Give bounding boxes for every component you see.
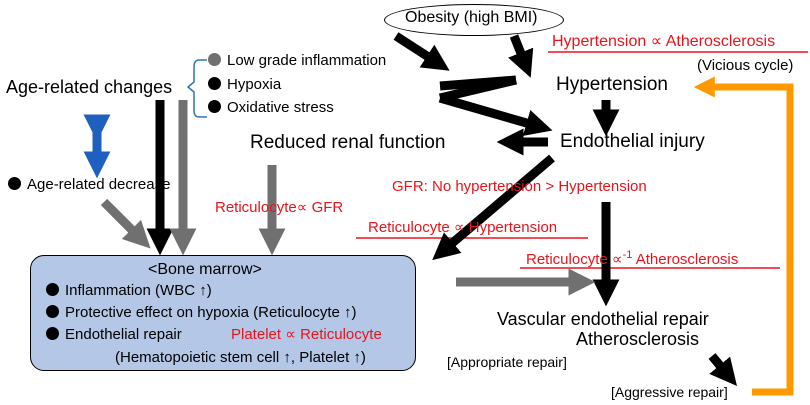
endothelial-injury-label: Endothelial injury (560, 131, 705, 152)
reduced-renal-function-label: Reduced renal function (250, 132, 446, 153)
reticulocyte-atherosclerosis-label: Reticulocyte ∝-1 Atherosclerosis (526, 249, 739, 268)
factor-oxidative-stress: Oxidative stress (208, 100, 334, 115)
vicious-cycle-label: (Vicious cycle) (697, 57, 794, 74)
arrow-z-to-endothelial (438, 93, 553, 136)
platelet-relation-label: Platelet ∝ Reticulocyte (231, 326, 382, 343)
bullet-icon (208, 77, 221, 90)
arrow-obesity-to-hypertension (508, 34, 534, 78)
arrow-age-decrease-to-bone-marrow (100, 198, 151, 249)
arrow-repair-to-aggressive (708, 353, 737, 386)
arrow-z-diagonal (438, 75, 518, 103)
bullet-icon (46, 327, 59, 340)
vicious-cycle-loop (693, 76, 794, 396)
factor-label: Oxidative stress (227, 99, 334, 116)
bone-marrow-item-label: Endothelial repair (65, 326, 182, 343)
arrow-obesity-to-bracket (393, 32, 450, 71)
bone-marrow-item-label: Inflammation (WBC ↑) (65, 282, 212, 299)
bone-marrow-item-label: Protective effect on hypoxia (Reticulocy… (65, 304, 357, 321)
aggressive-repair-label: [Aggressive repair] (611, 384, 728, 400)
factor-hypoxia: Hypoxia (208, 77, 281, 92)
hypertension-relation-label: Hypertension ∝ Atherosclerosis (552, 33, 776, 50)
reticulocyte-hypertension-label: Reticulocyte ∝ Hypertension (368, 219, 558, 236)
hypertension-label: Hypertension (556, 74, 668, 95)
factor-label: Low grade inflammation (227, 52, 387, 69)
factor-label: Hypoxia (227, 76, 282, 93)
obesity-label: Obesity (high BMI) (405, 9, 538, 26)
appropriate-repair-label: [Appropriate repair] (447, 354, 567, 370)
bullet-icon (46, 305, 59, 318)
bone-marrow-box (30, 255, 416, 371)
bone-marrow-inflammation: Inflammation (WBC ↑) (46, 283, 212, 298)
bullet-icon (208, 53, 221, 66)
obesity-oval (384, 4, 564, 36)
relation-tail: Atherosclerosis (635, 251, 739, 268)
age-related-decrease-label: Age-related decrease (27, 176, 171, 193)
bullet-icon (46, 283, 59, 296)
relation-exponent: -1 (622, 249, 633, 261)
factor-low-grade-inflammation: Low grade inflammation (208, 53, 386, 68)
age-related-changes-label: Age-related changes (6, 77, 173, 97)
bone-marrow-hypoxia-effect: Protective effect on hypoxia (Reticulocy… (46, 305, 357, 320)
bone-marrow-hematopoietic: (Hematopoietic stem cell ↑, Platelet ↑) (115, 349, 366, 366)
relation-text: Reticulocyte ∝ (526, 251, 623, 268)
vascular-repair-label: Vascular endothelial repair (497, 309, 709, 329)
atherosclerosis-label: Atherosclerosis (576, 329, 700, 349)
gfr-relation-label: GFR: No hypertension > Hypertension (392, 178, 647, 195)
age-related-decrease: Age-related decrease (8, 177, 170, 192)
reticulocyte-gfr-label: Reticulocyte∝ GFR (215, 199, 344, 216)
bracket (186, 59, 207, 118)
bone-marrow-title: <Bone marrow> (148, 261, 262, 278)
bullet-icon (208, 100, 221, 113)
arrow-endothelial-to-bone-marrow (432, 154, 555, 261)
bullet-icon (8, 177, 21, 190)
bone-marrow-endothelial-repair: Endothelial repair (46, 327, 182, 342)
